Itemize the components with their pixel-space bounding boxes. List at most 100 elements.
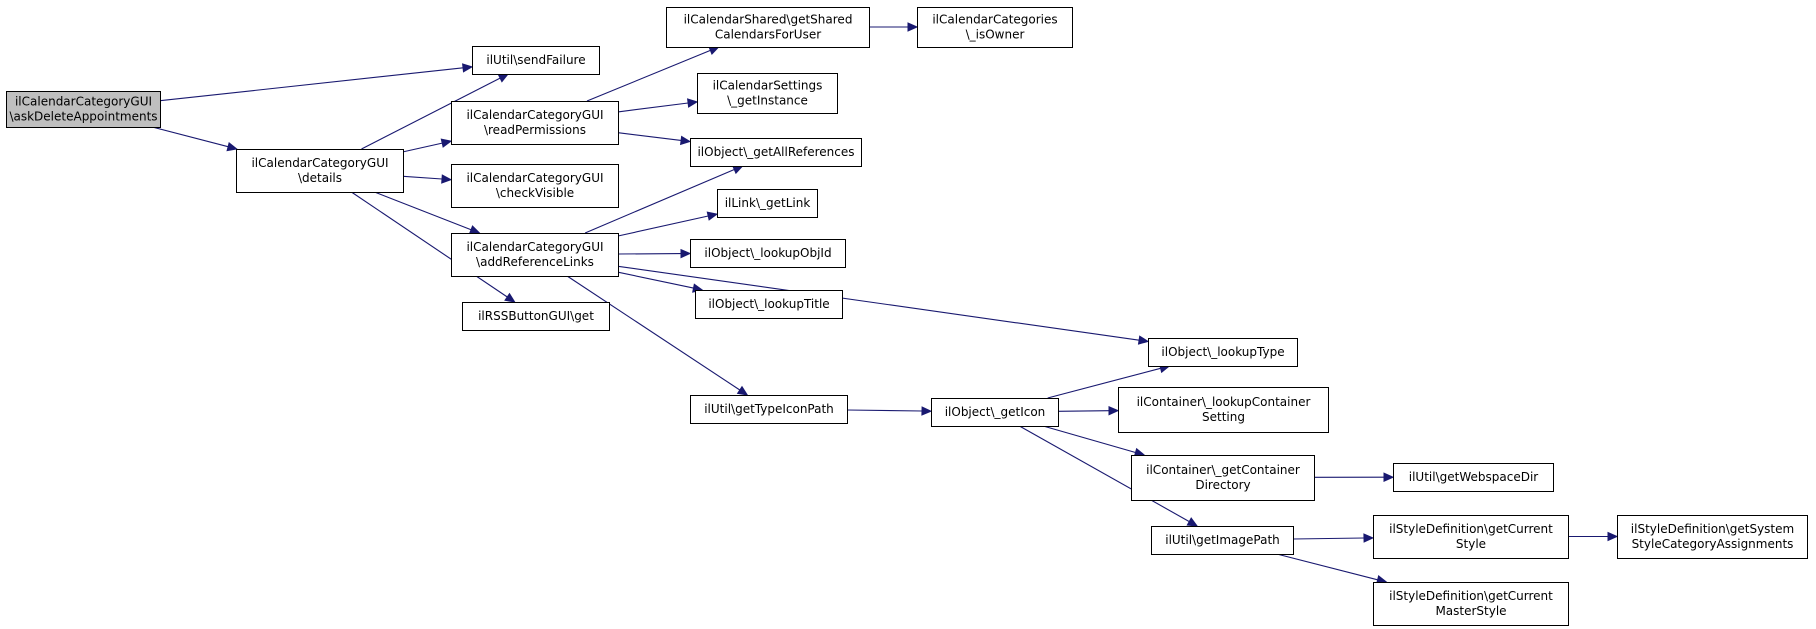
node-box-isOwner [917, 7, 1073, 48]
arrowhead-details-to-checkVisible [441, 174, 453, 184]
node-getWebspaceDir[interactable]: ilUtil\getWebspaceDir [1393, 463, 1554, 492]
edge-details-to-addReferenceLinks [374, 191, 472, 231]
arrowhead-details-to-rssGet [504, 292, 516, 303]
edge-addReferenceLinks-to-lookupType [617, 265, 1140, 341]
node-box-getWebspaceDir [1393, 463, 1554, 492]
node-box-getContainerDirectory [1131, 455, 1315, 501]
node-box-getCurrentMasterStyle [1373, 582, 1569, 626]
node-label-details-line-0: ilCalendarCategoryGUI [251, 156, 388, 170]
arrowhead-getIcon-to-getImagePath [1186, 517, 1199, 527]
node-getLink[interactable]: ilLink\_getLink [717, 189, 818, 218]
node-lookupType[interactable]: ilObject\_lookupType [1148, 338, 1298, 367]
node-box-getCurrentStyle [1373, 515, 1569, 559]
edge-details-to-sendFailure [361, 77, 501, 150]
node-box-getAllReferences [690, 138, 862, 167]
node-label-addReferenceLinks-line-1: \addReferenceLinks [476, 255, 594, 269]
node-label-details-line-1: \details [298, 171, 342, 185]
node-getInstance[interactable]: ilCalendarSettings\_getInstance [697, 73, 838, 114]
edge-addReferenceLinks-to-getTypeIconPath [566, 275, 741, 391]
edge-readPermissions-to-getSharedCalendars [586, 49, 711, 102]
arrowhead-addReferenceLinks-to-lookupObjId [680, 248, 692, 259]
edge-getIcon-to-lookupContainerSetting [1057, 410, 1110, 412]
edge-root-to-sendFailure [159, 67, 464, 102]
edge-details-to-checkVisible [402, 175, 443, 180]
node-label-isOwner-line-1: \_isOwner [966, 28, 1025, 42]
node-label-getCurrentMasterStyle-line-0: ilStyleDefinition\getCurrent [1389, 589, 1553, 603]
node-label-checkVisible-line-1: \checkVisible [496, 186, 574, 200]
node-getImagePath[interactable]: ilUtil\getImagePath [1151, 526, 1294, 555]
arrowhead-root-to-sendFailure [462, 63, 474, 73]
node-box-lookupTitle [695, 290, 843, 319]
node-label-lookupContainerSetting-line-0: ilContainer\_lookupContainer [1137, 395, 1311, 409]
node-label-getSharedCalendars-line-1: CalendarsForUser [715, 28, 821, 42]
node-label-getWebspaceDir-line-0: ilUtil\getWebspaceDir [1409, 470, 1539, 484]
node-label-getInstance-line-0: ilCalendarSettings [713, 79, 823, 93]
node-label-lookupObjId-line-0: ilObject\_lookupObjId [704, 246, 831, 260]
node-box-getLink [717, 189, 818, 218]
edge-addReferenceLinks-to-getLink [617, 215, 709, 237]
arrowhead-getIcon-to-lookupContainerSetting [1108, 405, 1120, 416]
node-box-addReferenceLinks [451, 233, 619, 277]
node-details[interactable]: ilCalendarCategoryGUI\details [236, 149, 404, 193]
node-box-getImagePath [1151, 526, 1294, 555]
node-label-getCurrentMasterStyle-line-1: MasterStyle [1435, 604, 1506, 618]
node-label-sendFailure-line-0: ilUtil\sendFailure [486, 53, 585, 67]
node-label-readPermissions-line-1: \readPermissions [484, 123, 586, 137]
edges-layer [152, 22, 1619, 585]
arrowhead-getSharedCalendars-to-isOwner [907, 22, 919, 32]
edge-readPermissions-to-getInstance [617, 102, 689, 113]
arrowhead-getTypeIconPath-to-getIcon [921, 406, 933, 416]
node-addReferenceLinks[interactable]: ilCalendarCategoryGUI\addReferenceLinks [451, 233, 619, 277]
node-box-sendFailure [472, 46, 600, 75]
arrowhead-details-to-readPermissions [440, 138, 453, 148]
arrowhead-details-to-addReferenceLinks [468, 225, 481, 235]
node-getSharedCalendars[interactable]: ilCalendarShared\getSharedCalendarsForUs… [666, 7, 870, 48]
arrowhead-getCurrentStyle-to-getSystemStyleCategoryAssignments [1607, 531, 1619, 542]
node-box-root [6, 91, 161, 128]
node-isOwner[interactable]: ilCalendarCategories\_isOwner [917, 7, 1073, 48]
node-getTypeIconPath[interactable]: ilUtil\getTypeIconPath [690, 395, 848, 424]
node-getSystemStyleCategoryAssignments[interactable]: ilStyleDefinition\getSystemStyleCategory… [1617, 515, 1808, 559]
node-label-getSystemStyleCategoryAssignments-line-1: StyleCategoryAssignments [1632, 537, 1794, 551]
node-label-lookupContainerSetting-line-1: Setting [1202, 410, 1245, 424]
node-label-getLink-line-0: ilLink\_getLink [725, 196, 811, 210]
node-label-getContainerDirectory-line-1: Directory [1195, 478, 1250, 492]
edge-getIcon-to-lookupType [1047, 367, 1161, 399]
node-getIcon[interactable]: ilObject\_getIcon [931, 398, 1059, 427]
node-getAllReferences[interactable]: ilObject\_getAllReferences [690, 138, 862, 167]
edge-details-to-rssGet [351, 191, 508, 298]
arrowhead-readPermissions-to-getInstance [687, 98, 699, 108]
node-box-checkVisible [451, 164, 619, 208]
node-box-getSharedCalendars [666, 7, 870, 48]
node-label-getTypeIconPath-line-0: ilUtil\getTypeIconPath [704, 402, 834, 416]
node-box-rssGet [462, 302, 610, 331]
node-checkVisible[interactable]: ilCalendarCategoryGUI\checkVisible [451, 164, 619, 208]
node-label-addReferenceLinks-line-0: ilCalendarCategoryGUI [466, 240, 603, 254]
edge-getImagePath-to-getCurrentStyle [1292, 537, 1365, 540]
node-root[interactable]: ilCalendarCategoryGUI\askDeleteAppointme… [6, 91, 161, 128]
edge-addReferenceLinks-to-getAllReferences [584, 168, 735, 234]
node-box-lookupContainerSetting [1118, 387, 1329, 433]
node-box-readPermissions [451, 101, 619, 145]
node-lookupTitle[interactable]: ilObject\_lookupTitle [695, 290, 843, 319]
arrowhead-readPermissions-to-getAllReferences [680, 135, 692, 146]
node-label-getIcon-line-0: ilObject\_getIcon [945, 405, 1046, 419]
node-label-getAllReferences-line-0: ilObject\_getAllReferences [697, 145, 854, 159]
arrowhead-addReferenceLinks-to-getTypeIconPath [736, 385, 749, 396]
node-label-isOwner-line-0: ilCalendarCategories [932, 13, 1057, 27]
node-lookupObjId[interactable]: ilObject\_lookupObjId [690, 239, 846, 268]
node-label-root-line-1: \askDeleteAppointments [9, 110, 157, 124]
nodes-layer: ilCalendarCategoryGUI \askDeleteAppointme… [6, 7, 1808, 626]
node-rssGet[interactable]: ilRSSButtonGUI\get [462, 302, 610, 331]
node-label-getContainerDirectory-line-0: ilContainer\_getContainer [1146, 463, 1300, 477]
edge-getIcon-to-getContainerDirectory [1043, 425, 1136, 454]
node-label-getImagePath-line-0: ilUtil\getImagePath [1165, 533, 1280, 547]
edge-readPermissions-to-getAllReferences [617, 132, 682, 141]
node-readPermissions[interactable]: ilCalendarCategoryGUI\readPermissions [451, 101, 619, 145]
node-sendFailure[interactable]: ilUtil\sendFailure [472, 46, 600, 75]
